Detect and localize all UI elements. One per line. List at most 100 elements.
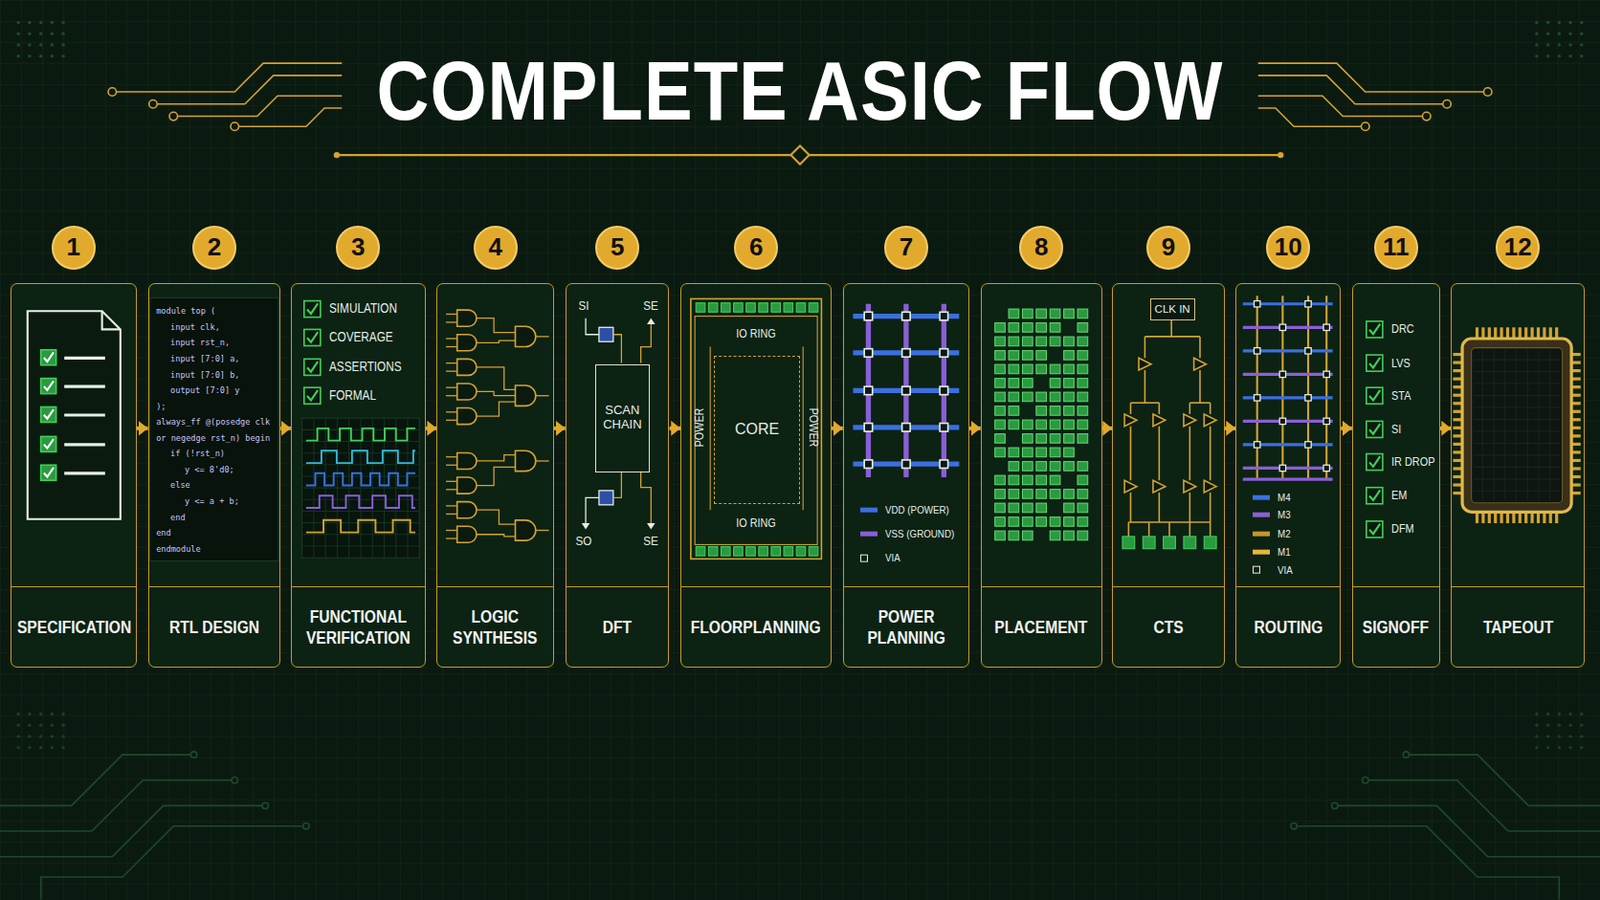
decor-pad: [1332, 802, 1338, 809]
legend-via-symbol: [1252, 566, 1261, 575]
and-gate: [514, 450, 535, 471]
decor-dot: [27, 734, 31, 738]
io-pad: [796, 303, 806, 313]
decor-trace: [173, 95, 342, 116]
clock-wire: [1144, 336, 1147, 358]
card-panel: [680, 283, 832, 668]
check-item: ASSERTIONS: [329, 359, 402, 375]
decor-pad: [1483, 88, 1492, 97]
die-outline: [690, 298, 822, 559]
stage-card: CTSCLK IN: [1111, 283, 1224, 668]
io-ring: [694, 316, 818, 546]
check-mark: [1369, 489, 1380, 501]
via: [902, 423, 912, 433]
flow-arrow: [1224, 426, 1237, 431]
placed-cell: [1064, 503, 1075, 513]
via: [939, 349, 949, 358]
via: [902, 349, 912, 358]
via: [939, 423, 949, 433]
step-number: 5: [610, 233, 624, 263]
decor-dot: [39, 734, 43, 738]
placed-cell: [1077, 475, 1089, 486]
waveform-panel: [302, 418, 421, 558]
via: [939, 311, 949, 321]
clock-wire: [1158, 426, 1161, 482]
legend-entry: VDD (POWER): [860, 504, 961, 517]
gate-output: [535, 335, 550, 337]
checkbox: [1366, 321, 1383, 338]
placed-cell: [1036, 489, 1047, 500]
placed-cell: [1036, 336, 1047, 347]
io-pad: [783, 303, 794, 313]
check-item: FORMAL: [329, 388, 377, 403]
placed-cell: [995, 434, 1006, 445]
code-line: input rst_n,: [170, 339, 230, 349]
legend-via-symbol: [860, 554, 868, 562]
clock-wire: [1209, 402, 1212, 415]
flow-arrow: [668, 426, 681, 431]
checkbox: [41, 406, 57, 423]
placed-cell: [1008, 503, 1020, 513]
check-item: DFM: [1391, 522, 1415, 536]
via: [1254, 348, 1261, 355]
code-line: y <= a + b;: [184, 497, 240, 507]
illustration-group: [0, 21, 1600, 900]
placed-cell: [1049, 420, 1061, 430]
placed-cell: [995, 406, 1006, 417]
gate-input: [445, 387, 458, 389]
decor-trace: [234, 108, 342, 127]
die-grid: [1473, 395, 1561, 397]
scan-wire: [641, 471, 652, 524]
placed-cell: [995, 503, 1006, 513]
stage-label-box: ROUTING: [1236, 586, 1340, 667]
decor-dot: [61, 723, 65, 727]
placed-cell: [1036, 503, 1047, 513]
placed-cell: [1036, 434, 1047, 445]
placed-cell: [1022, 351, 1033, 361]
placed-cell: [1064, 531, 1075, 541]
clock-wire: [1130, 492, 1133, 523]
decor-dot: [1579, 21, 1583, 24]
decor-dot: [1534, 54, 1538, 58]
placed-cell: [1022, 447, 1033, 458]
via: [1279, 465, 1286, 471]
gate-input: [445, 346, 458, 348]
gate-output: [535, 530, 550, 532]
arrow-head: [646, 523, 656, 530]
decor-dot: [1568, 31, 1572, 35]
placed-cell: [1022, 392, 1033, 402]
check-mark: [307, 332, 318, 343]
card-panel: [1352, 283, 1441, 668]
text-line: [64, 443, 106, 446]
legend-text: M4: [1277, 491, 1291, 505]
io-pad: [708, 303, 718, 313]
card-panel: [1235, 283, 1341, 668]
check-mark: [1369, 524, 1380, 535]
placed-cell: [1077, 531, 1089, 541]
placed-cell: [1049, 434, 1061, 445]
power-strap: [710, 347, 712, 512]
via: [864, 349, 873, 358]
check-mark: [1369, 423, 1380, 435]
clock-wire: [1130, 426, 1133, 482]
decor-dot: [39, 31, 43, 35]
check-mark: [44, 439, 54, 449]
io-pad: [695, 303, 706, 313]
placed-cell: [1022, 336, 1033, 347]
gate-wire: [476, 455, 516, 462]
pin-name: SE: [644, 534, 660, 549]
decor-pad: [1290, 823, 1297, 830]
via: [1323, 418, 1330, 424]
decor-trace: [1258, 63, 1489, 92]
check-mark: [44, 380, 54, 391]
decor-dot: [1579, 31, 1583, 35]
placed-cell: [1036, 351, 1047, 361]
check-mark: [1369, 390, 1380, 401]
die-grid: [1473, 454, 1561, 456]
document-fold: [102, 311, 121, 330]
decor-dot: [1534, 712, 1538, 716]
check-item: SI: [1391, 422, 1401, 437]
gate-input: [445, 537, 458, 539]
region-label: IO RING: [735, 517, 776, 531]
and-gate: [457, 310, 477, 327]
